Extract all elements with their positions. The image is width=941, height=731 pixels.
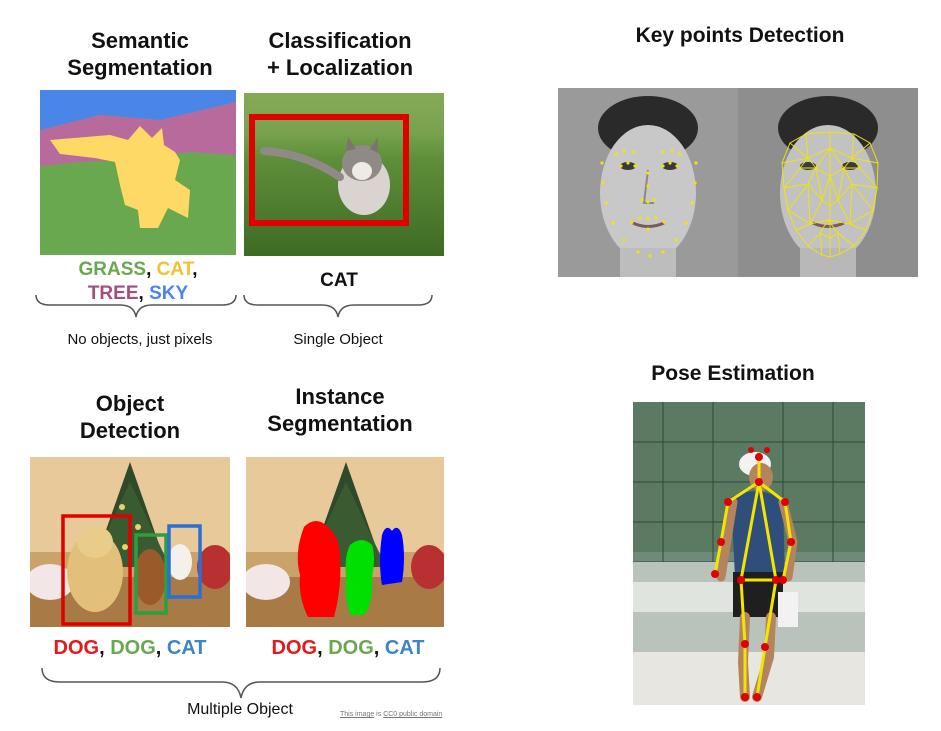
pose-image	[633, 402, 865, 705]
od-label-cat: CAT	[166, 637, 207, 659]
brace-semantic	[35, 294, 237, 318]
semantic-title-line2: Segmentation	[67, 55, 213, 80]
classification-label: CAT	[320, 270, 358, 291]
multiple-object-caption: Multiple Object	[187, 701, 293, 718]
instance-title-line2: Segmentation	[267, 411, 413, 436]
classification-title-line1: Classification	[268, 28, 412, 53]
instance-segmentation-title: Instance Segmentation	[240, 383, 440, 437]
credit-link[interactable]: CC0 public domain	[383, 711, 443, 718]
semantic-segmentation-image	[40, 90, 236, 255]
object-detection-title: Object Detection	[30, 390, 230, 444]
od-label-dog-2: DOG	[110, 637, 156, 659]
label-cat: CAT	[156, 259, 193, 280]
semantic-title-line1: Semantic	[91, 28, 189, 53]
classification-localization-title: Classification + Localization	[240, 27, 440, 81]
brace-multiple-object	[41, 667, 441, 699]
semantic-segmentation-title: Semantic Segmentation	[40, 27, 240, 81]
is-label-dog-2: DOG	[328, 637, 374, 659]
semantic-caption: No objects, just pixels	[67, 331, 213, 348]
object-detection-title-line2: Detection	[79, 418, 181, 443]
instance-segmentation-image	[246, 457, 444, 627]
is-label-dog-1: DOG	[271, 637, 318, 659]
classification-caption: Single Object	[293, 331, 383, 348]
label-tree: TREE	[87, 283, 139, 304]
brace-classification	[243, 294, 433, 318]
pose-title: Pose Estimation	[651, 362, 815, 385]
instance-title-line1: Instance	[295, 384, 385, 409]
is-label-cat: CAT	[384, 637, 425, 659]
keypoints-title: Key points Detection	[635, 24, 845, 47]
semantic-labels: GRASS, CAT, TREE, SKY	[78, 259, 198, 304]
instance-segmentation-labels: DOG, DOG, CAT	[271, 637, 425, 659]
object-detection-labels: DOG, DOG, CAT	[53, 637, 207, 659]
image-credit: This image is CC0 public domain	[340, 711, 443, 718]
classification-image	[244, 93, 444, 256]
object-detection-title-line1: Object	[95, 391, 165, 416]
label-grass: GRASS	[78, 259, 147, 280]
classification-title-line2: + Localization	[266, 55, 414, 80]
credit-prefix[interactable]: This image	[340, 711, 375, 718]
keypoints-image	[558, 88, 918, 277]
object-detection-image	[30, 457, 230, 627]
od-label-dog-1: DOG	[53, 637, 100, 659]
label-sky: SKY	[149, 283, 189, 304]
